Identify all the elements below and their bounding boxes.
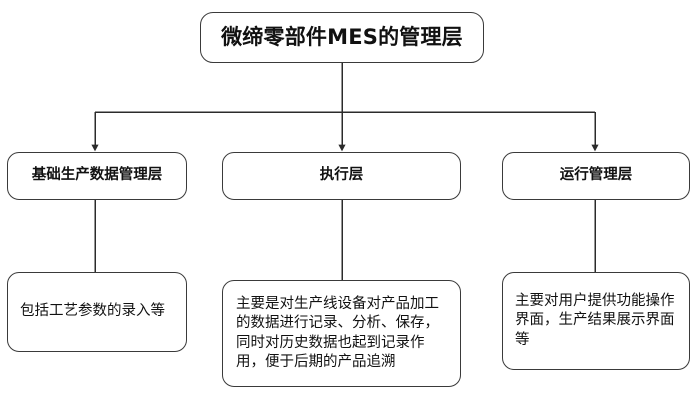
- node-layer-basic-label: 基础生产数据管理层: [31, 167, 163, 184]
- node-description-exec[interactable]: 主要是对生产线设备对产品加工的数据进行记录、分析、保存，同时对历史数据也起到记录…: [222, 280, 461, 387]
- node-title[interactable]: 微缔零部件MES的管理层: [200, 12, 484, 63]
- node-description-basic[interactable]: 包括工艺参数的录入等: [7, 272, 187, 352]
- node-layer-exec-label: 执行层: [319, 167, 364, 184]
- node-layer-basic[interactable]: 基础生产数据管理层: [7, 152, 187, 200]
- node-title-label: 微缔零部件MES的管理层: [221, 24, 463, 49]
- node-description-ops-label: 主要对用户提供功能操作界面，生产结果展示界面等: [515, 293, 675, 348]
- node-layer-ops-label: 运行管理层: [559, 167, 633, 184]
- node-layer-ops[interactable]: 运行管理层: [502, 152, 690, 200]
- node-description-ops[interactable]: 主要对用户提供功能操作界面，生产结果展示界面等: [502, 272, 690, 370]
- node-description-exec-label: 主要是对生产线设备对产品加工的数据进行记录、分析、保存，同时对历史数据也起到记录…: [236, 296, 439, 370]
- node-description-basic-label: 包括工艺参数的录入等: [20, 303, 165, 320]
- node-layer-exec[interactable]: 执行层: [222, 152, 461, 200]
